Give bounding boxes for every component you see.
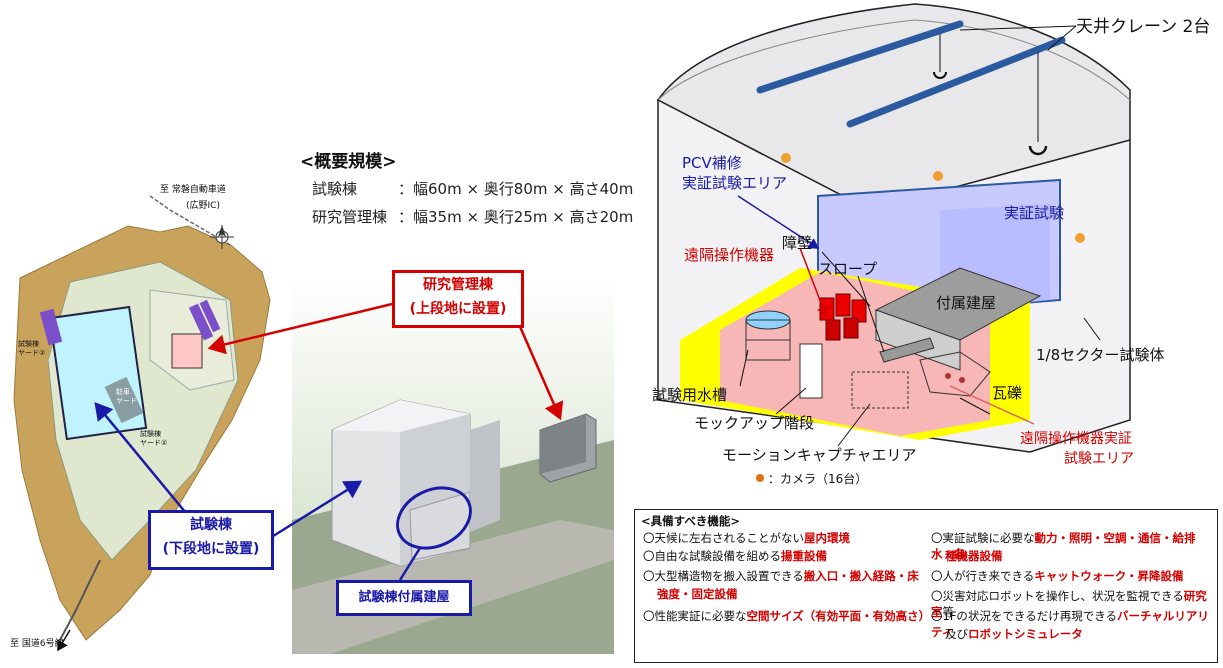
features-box: <具備すべき機能> 〇天候に左右されることがない屋内環境 〇自由な試験設備を組め…: [634, 509, 1218, 663]
remote-area-label-line2: 試験エリア: [1064, 451, 1134, 467]
feature-highlight: バーチャルリアリティ: [931, 609, 1209, 639]
slope-label: スロープ: [818, 260, 878, 278]
yard-label: 試験棟 ヤード②: [140, 430, 168, 447]
feature-highlight: 空間サイズ（有効平面・有効高さ）: [746, 609, 931, 623]
site-map: [13, 195, 271, 652]
feature-item: 〇自由な試験設備を組める揚重設備: [643, 548, 827, 564]
feature-highlight: 揚重設備: [781, 549, 827, 563]
feature-continuation: 及びロボットシミュレータ: [945, 626, 1083, 642]
barrier-blocks: [819, 293, 867, 341]
rubble: [919, 351, 991, 397]
research-building-callout: 研究管理棟 (上段地に設置): [392, 270, 524, 328]
crane-rail-2: [846, 36, 1066, 128]
feature-item: 〇実証試験に必要な動力・照明・空調・通信・給排水・各: [931, 530, 1217, 562]
crane-rail-1: [756, 20, 964, 94]
feature-text: 〇自由な試験設備を組める: [643, 549, 781, 563]
yard-3: [199, 299, 221, 333]
overview-row-name: 研究管理棟: [312, 208, 388, 226]
overview-row-value: ：幅35m × 奥行25m × 高さ20m: [398, 208, 634, 226]
mockup-stairs: [799, 343, 823, 399]
test-building-callout: 試験棟 (下段地に設置): [148, 510, 274, 570]
yard-label: 駐車 ヤード: [116, 388, 137, 405]
water-tank: [745, 310, 791, 361]
callout-subtitle: (下段地に設置): [162, 541, 260, 557]
demo-test-label: 実証試験: [1004, 204, 1065, 222]
pcv-label-line2: 実証試験エリア: [682, 174, 788, 192]
camera-icon: [781, 153, 791, 163]
sector-label: 1/8セクター試験体: [1036, 346, 1165, 364]
feature-highlight: 研究室: [931, 589, 1207, 619]
feature-text: 〇災害対応ロボットを操作し、状況を監視できる: [931, 589, 1184, 603]
camera-icon: [1075, 233, 1085, 243]
camera-legend-label: ：カメラ（16台）: [768, 472, 868, 486]
feature-continuation: 強度・固定設備: [657, 587, 738, 601]
yard-4: [104, 376, 144, 424]
feature-text: 〇大型構造物を搬入設置できる: [643, 569, 804, 583]
remote-area-label-line1: 遠隔操作機器実証: [1020, 431, 1132, 447]
features-title: <具備すべき機能>: [641, 514, 740, 528]
mockup-stairs-label: モックアップ階段: [694, 414, 815, 432]
overview-row-value: ：幅60m × 奥行80m × 高さ40m: [398, 180, 634, 198]
annex-building-label: 付属建屋: [936, 294, 997, 312]
yard-1: [39, 308, 63, 346]
barrier-label: 障壁: [782, 234, 813, 252]
feature-text: 及び: [945, 627, 968, 641]
camera-icon: [933, 171, 943, 181]
slope: [879, 337, 935, 363]
callout-title: 試験棟: [190, 517, 232, 533]
remote-device-label: 遠隔操作機器: [684, 246, 775, 264]
rendered-test-building: [331, 399, 500, 567]
crane-label: 天井クレーン 2台: [1076, 17, 1211, 37]
feature-highlight: キャットウォーク・昇降設備: [1034, 569, 1184, 583]
test-building-site: [48, 305, 148, 441]
rendered-research-building: [539, 413, 597, 483]
yard-label: 試験棟 ヤード②: [18, 340, 46, 357]
overview-row-name: 試験棟: [312, 180, 358, 198]
feature-tail: 等: [942, 605, 955, 619]
feature-item: 〇人が行き来できるキャットウォーク・昇降設備: [931, 568, 1184, 584]
feature-text: 〇天候に左右されることがない: [643, 531, 804, 545]
feature-highlight: 搬入口・搬入経路・床: [803, 569, 919, 583]
camera-icon: [756, 474, 764, 482]
feature-text: 〇実証試験に必要な: [931, 531, 1035, 545]
rubble-label: 瓦礫: [992, 384, 1023, 402]
overview-heading: <概要規模>: [300, 152, 397, 172]
building-interior: [656, 3, 1131, 482]
feature-highlight: 動力・照明・空調・通信・給排水・各: [931, 531, 1196, 561]
water-tank-label: 試験用水槽: [652, 386, 728, 404]
road-north: [149, 195, 233, 247]
feature-highlight: 屋内環境: [804, 531, 850, 545]
road-south: [59, 559, 101, 641]
motion-capture-label: モーションキャプチャエリア: [722, 446, 917, 464]
feature-text: 〇1Fの状況をできるだけ再現できる: [931, 609, 1117, 623]
research-building-site: [171, 333, 203, 369]
callout-title: 研究管理棟: [423, 277, 493, 293]
pcv-label-line1: PCV補修: [682, 154, 742, 172]
yard-2: [188, 303, 214, 341]
annex-callout: 試験棟付属建屋: [336, 580, 472, 616]
feature-text: 〇性能実証に必要な: [643, 609, 747, 623]
feature-item: 〇災害対応ロボットを操作し、状況を監視できる研究室等: [931, 588, 1217, 620]
annex-highlight: [396, 486, 472, 550]
feature-item: 〇大型構造物を搬入設置できる搬入口・搬入経路・床: [643, 568, 919, 584]
road-south-label: 至 国道6号線: [10, 639, 64, 649]
road-north-sub-label: (広野IC): [186, 201, 220, 211]
feature-text: 〇人が行き来できる: [931, 569, 1035, 583]
north-compass-icon: [210, 225, 234, 249]
feature-highlight: ロボットシミュレータ: [968, 627, 1083, 641]
feature-continuation: 種機器設備: [945, 549, 1003, 563]
road-north-label: 至 常磐自動車道: [160, 185, 226, 195]
feature-item: 〇1Fの状況をできるだけ再現できるバーチャルリアリティ: [931, 608, 1217, 640]
feature-item: 〇性能実証に必要な空間サイズ（有効平面・有効高さ）: [643, 608, 930, 624]
motion-capture-frame: [851, 371, 909, 409]
feature-item: 〇天候に左右されることがない屋内環境: [643, 530, 850, 546]
callout-subtitle: (上段地に設置): [409, 301, 507, 317]
